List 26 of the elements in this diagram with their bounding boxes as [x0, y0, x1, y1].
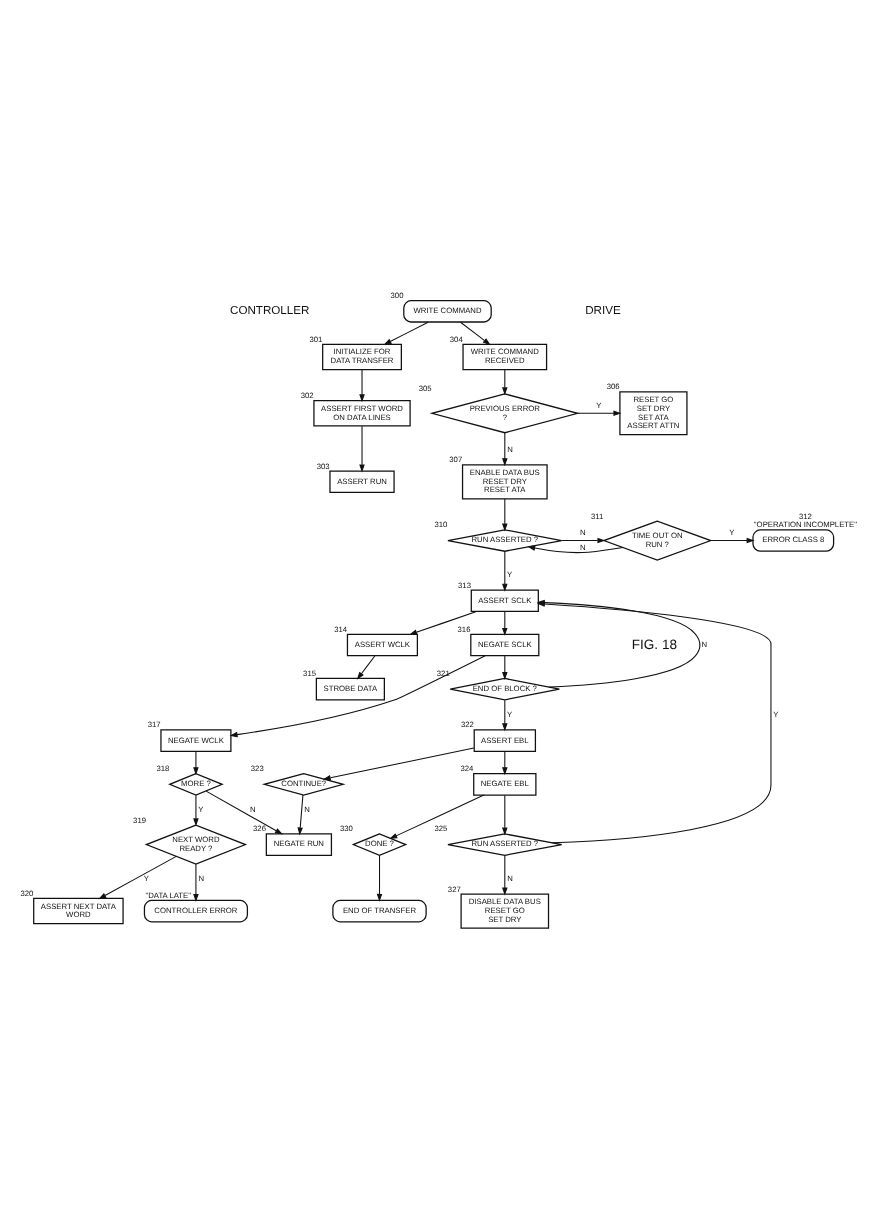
- arrow: [561, 536, 606, 543]
- arrow: [502, 497, 508, 531]
- arrow: [297, 793, 304, 835]
- arrow: [359, 368, 365, 402]
- arrow: [376, 853, 383, 901]
- arrow: [710, 536, 755, 543]
- arrow: [502, 431, 508, 466]
- arrow: [527, 544, 624, 553]
- arrow: [356, 654, 376, 679]
- arrow: [229, 654, 486, 737]
- arrow: [502, 793, 508, 835]
- arrow: [409, 610, 477, 634]
- arrow: [193, 793, 199, 826]
- arrow: [98, 854, 177, 899]
- arrow: [577, 409, 622, 416]
- arrow: [502, 698, 508, 731]
- arrow: [193, 750, 199, 775]
- arrow: [193, 862, 199, 901]
- arrow: [322, 746, 475, 780]
- arrow: [459, 320, 491, 345]
- arrow: [502, 853, 508, 895]
- arrow: [383, 320, 429, 344]
- arrow: [205, 789, 283, 834]
- arrow: [389, 793, 485, 839]
- arrow: [502, 549, 508, 591]
- arrow: [359, 424, 365, 472]
